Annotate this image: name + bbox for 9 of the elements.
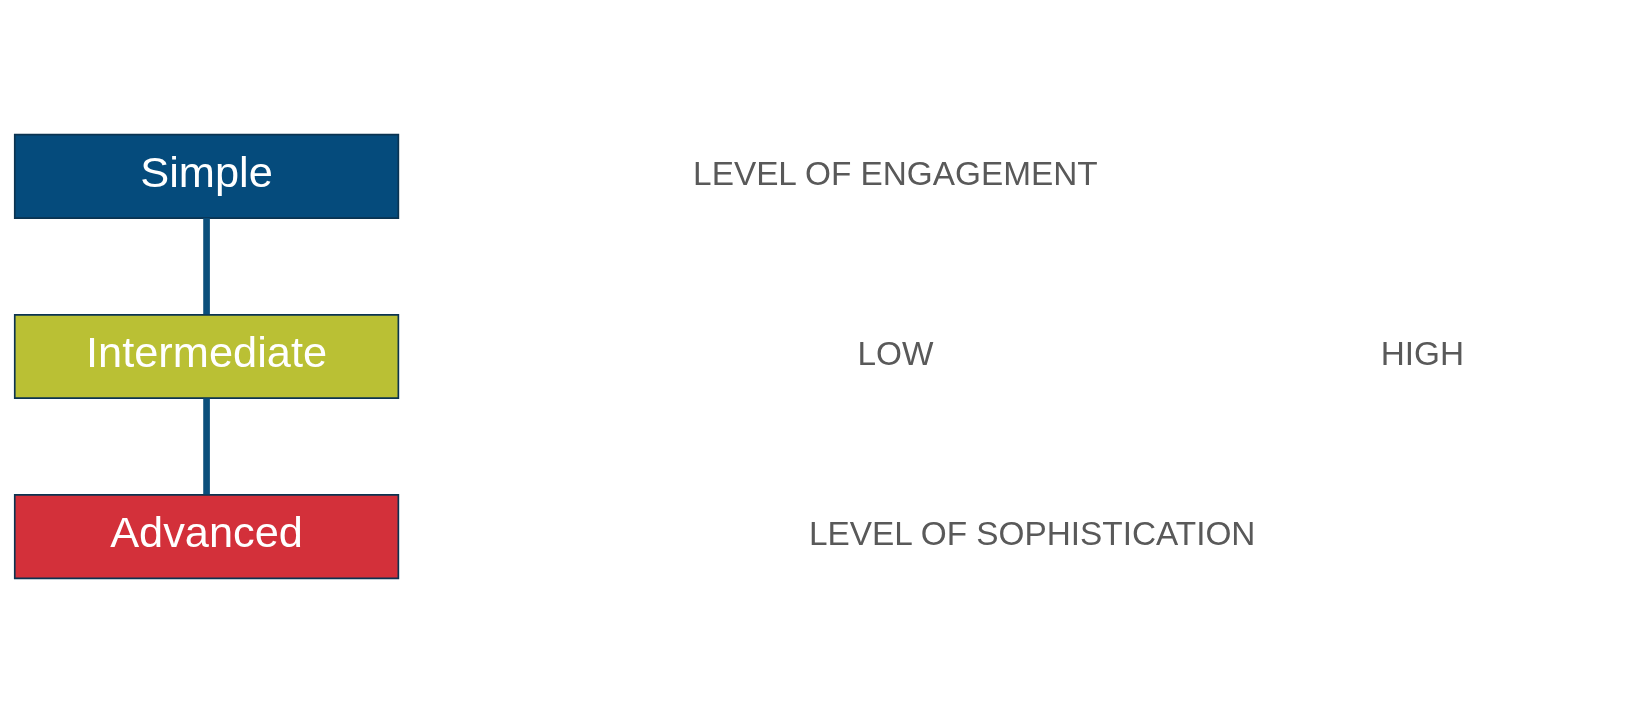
connector — [203, 217, 210, 314]
node-box: Intermediate — [13, 313, 400, 399]
label: HIGH — [1380, 334, 1465, 372]
connector — [203, 397, 210, 494]
label: LEVEL OF SOPHISTICATION — [808, 514, 1256, 552]
node-box: Advanced — [13, 493, 400, 579]
node-box: Simple — [13, 133, 400, 219]
label: LOW — [857, 334, 934, 372]
label: LEVEL OF ENGAGEMENT — [693, 154, 1098, 192]
